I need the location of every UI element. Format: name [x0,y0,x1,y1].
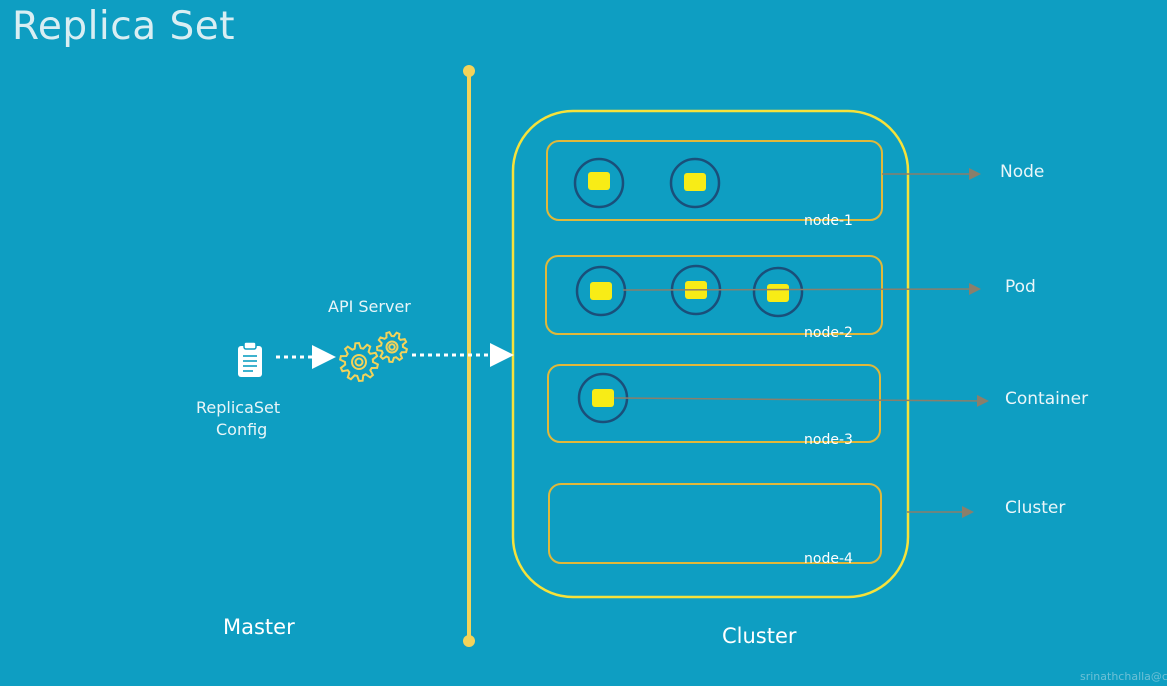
page-title: Replica Set [12,4,236,49]
pod [573,157,625,209]
pod [575,265,627,317]
legend-node: Node [1000,162,1045,182]
container [590,282,612,300]
node-box-2 [545,255,883,335]
container [588,172,610,190]
divider-top-dot [463,65,475,77]
container [684,173,706,191]
pointer-container [613,394,989,407]
pod [669,157,721,209]
pointer-pod [622,283,981,296]
legend-pod: Pod [1005,277,1036,297]
clipboard-icon [238,341,262,377]
gear-icon [338,341,380,383]
legend-cluster: Cluster [1005,498,1066,518]
api-server-label: API Server [328,297,411,316]
gears-icon [338,331,409,383]
legend-container: Container [1005,389,1089,409]
node-label-2: node-2 [804,325,853,341]
section-cluster: Cluster [722,624,797,648]
section-master: Master [223,615,295,639]
node-label-3: node-3 [804,432,853,448]
node-label-4: node-4 [804,551,853,567]
config-label-line2: Config [216,420,268,439]
node-label-1: node-1 [804,213,853,229]
container [767,284,789,302]
gear-icon [375,331,409,364]
config-label-line1: ReplicaSet [196,398,281,417]
pod [752,266,804,318]
node-box-1 [546,140,883,221]
node-box-4 [548,483,882,564]
credit-text: srinathchalla@c [1080,670,1167,683]
divider-bottom-dot [463,635,475,647]
container [592,389,614,407]
node-box-3 [547,364,881,443]
